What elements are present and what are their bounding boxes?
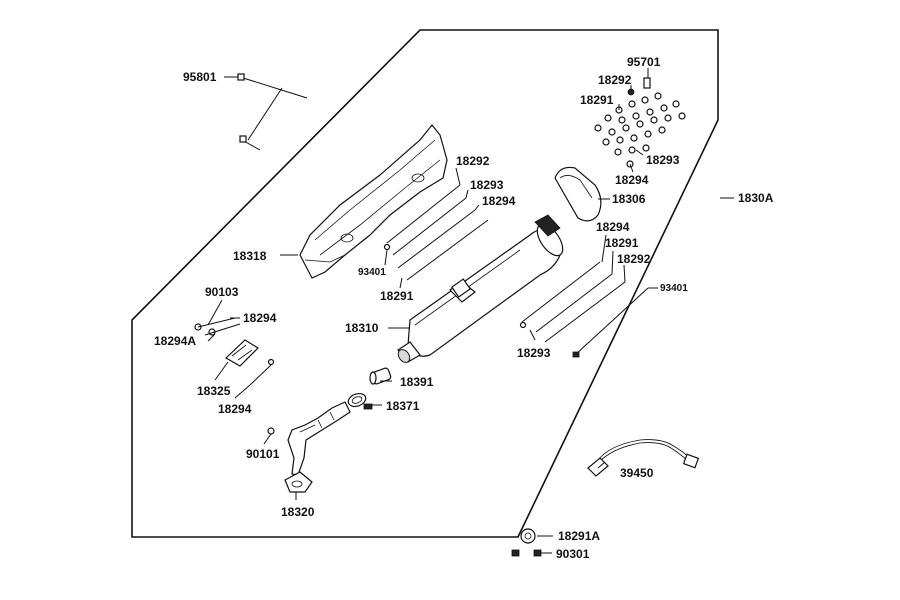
label-18318: 18318	[233, 249, 267, 263]
label-18294-lower: 18294	[218, 402, 252, 416]
label-18292-right: 18292	[617, 252, 651, 266]
label-18293-mid: 18293	[470, 178, 504, 192]
label-18292-mid: 18292	[456, 154, 490, 168]
muffler	[397, 214, 564, 363]
label-18320: 18320	[281, 505, 315, 519]
label-93401-left: 93401	[358, 267, 386, 278]
hardware-cluster	[594, 77, 686, 168]
label-18293-bottom: 18293	[517, 346, 551, 360]
o2-sensor	[587, 439, 700, 477]
label-18391: 18391	[400, 375, 434, 389]
label-18294A: 18294A	[154, 334, 196, 348]
label-18294-bracket: 18294	[243, 311, 277, 325]
label-18291A: 18291A	[558, 529, 600, 543]
label-18293-top: 18293	[646, 153, 680, 167]
label-18325: 18325	[197, 384, 231, 398]
label-90103: 90103	[205, 285, 239, 299]
label-18310: 18310	[345, 321, 379, 335]
label-90301: 90301	[556, 547, 590, 561]
clamp	[347, 392, 373, 410]
bracket	[225, 339, 259, 367]
label-1830A: 1830A	[738, 191, 774, 205]
label-90101: 90101	[246, 447, 280, 461]
end-cap	[554, 166, 602, 222]
bolt-95801	[237, 73, 308, 151]
label-18306: 18306	[612, 192, 646, 206]
label-18294-right: 18294	[596, 220, 630, 234]
leader-lines	[207, 68, 734, 554]
label-18294-top: 18294	[615, 173, 649, 187]
label-18292-top: 18292	[598, 73, 632, 87]
assembly-boundary	[131, 29, 719, 538]
label-95801: 95801	[183, 70, 217, 84]
exhaust-pipe	[284, 401, 351, 493]
label-95701: 95701	[627, 55, 661, 69]
label-93401-right: 93401	[660, 283, 688, 294]
label-18291-mid: 18291	[380, 289, 414, 303]
mounting-rods	[194, 184, 649, 557]
heat-shield	[299, 124, 448, 279]
label-18294-mid: 18294	[482, 194, 516, 208]
label-39450: 39450	[620, 466, 654, 480]
label-18291-right: 18291	[605, 236, 639, 250]
label-18371: 18371	[386, 399, 420, 413]
label-18291-top: 18291	[580, 93, 614, 107]
gasket	[369, 367, 392, 385]
